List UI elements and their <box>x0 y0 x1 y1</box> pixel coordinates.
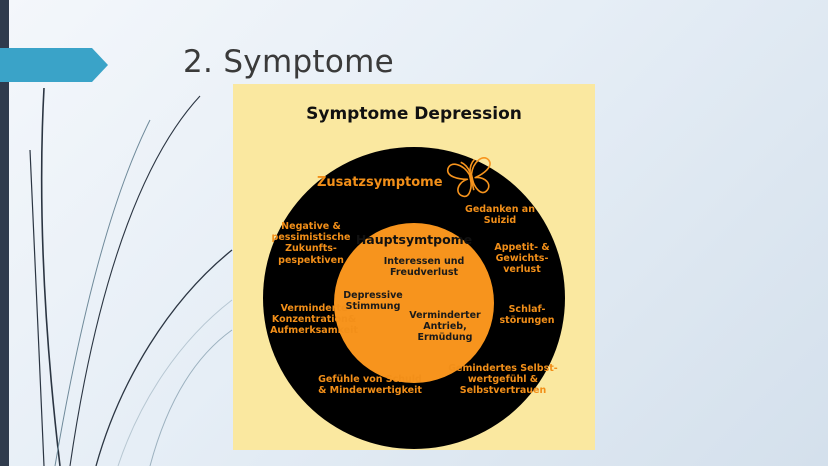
core-depressed-mood: Depressive Stimmung <box>343 290 403 313</box>
core-reduced-drive: Verminderter Antrieb, Ermüdung <box>409 310 481 344</box>
symptom-appetite-loss: Appetit- & Gewichts- verlust <box>494 242 550 276</box>
symptom-self-esteem: Gemindertes Selbst- wertgefühl & Selbstv… <box>448 363 558 397</box>
symptom-guilt: Gefühle von Schuld & Minderwertigkeit <box>318 374 422 397</box>
figure-title: Symptome Depression <box>306 104 522 124</box>
symptom-suicidal-thoughts: Gedanken an Suizid <box>465 204 535 227</box>
symptom-concentration: Verminderte Konzentration& Aufmerksamkei… <box>270 303 358 337</box>
core-title: Hauptsymtpome <box>355 232 473 247</box>
butterfly-icon <box>447 157 491 198</box>
slide-title: 2. Symptome <box>183 44 395 80</box>
sidebar-strip <box>0 0 9 466</box>
title-arrow-marker <box>0 48 108 82</box>
symptom-sleep-disorders: Schlaf- störungen <box>499 304 555 327</box>
symptom-negative-outlook: Negative & pessimistische Zukunfts- pesp… <box>271 221 351 266</box>
depression-symptoms-figure: Symptome Depression Zusatzsymptome Negat… <box>233 84 595 450</box>
figure-graphic <box>263 147 565 449</box>
core-interest-loss: Interessen und Freudverlust <box>383 256 465 279</box>
outer-ring-title: Zusatzsymptome <box>317 175 443 190</box>
inner-circle <box>334 223 494 383</box>
